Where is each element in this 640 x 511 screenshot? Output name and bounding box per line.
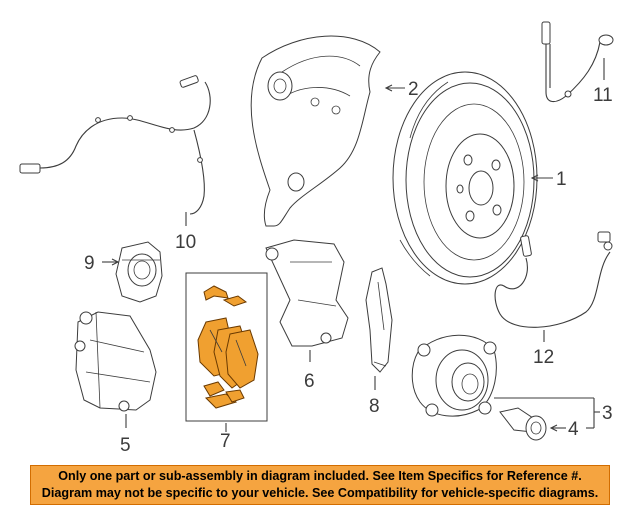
pad-spring (365, 267, 393, 373)
pad-kit-frame (185, 272, 268, 422)
abs-sensor-cable-rear (494, 231, 613, 328)
wheel-bolt (499, 407, 547, 441)
callout-12: 12 (533, 347, 554, 368)
callout-numbers: 1 2 3 4 5 6 7 8 9 10 11 12 (84, 79, 613, 456)
callout-7: 7 (220, 431, 231, 452)
callout-9: 9 (84, 253, 95, 274)
brake-rotor (392, 71, 538, 285)
dust-shield (250, 35, 381, 227)
notice-line-2: Diagram may not be specific to your vehi… (41, 486, 599, 500)
callout-2: 2 (408, 79, 419, 100)
callout-4: 4 (568, 419, 579, 440)
callout-5: 5 (120, 435, 131, 456)
caliper-bracket (265, 239, 349, 347)
abs-sensor-cable-front (19, 75, 211, 215)
callout-11: 11 (593, 85, 613, 106)
callout-8: 8 (369, 396, 380, 417)
wear-sensor (541, 21, 614, 103)
leader-lines (102, 58, 605, 432)
callout-3: 3 (602, 403, 613, 424)
brake-pad-set (197, 285, 259, 409)
notice-banner: Only one part or sub-assembly in diagram… (30, 465, 610, 505)
hub-bearing (411, 334, 497, 417)
parking-brake-motor (115, 241, 163, 303)
callout-1: 1 (556, 169, 567, 190)
notice-line-1: Only one part or sub-assembly in diagram… (58, 469, 582, 483)
callout-10: 10 (175, 232, 196, 253)
callout-6: 6 (304, 371, 315, 392)
caliper-housing (74, 311, 157, 412)
